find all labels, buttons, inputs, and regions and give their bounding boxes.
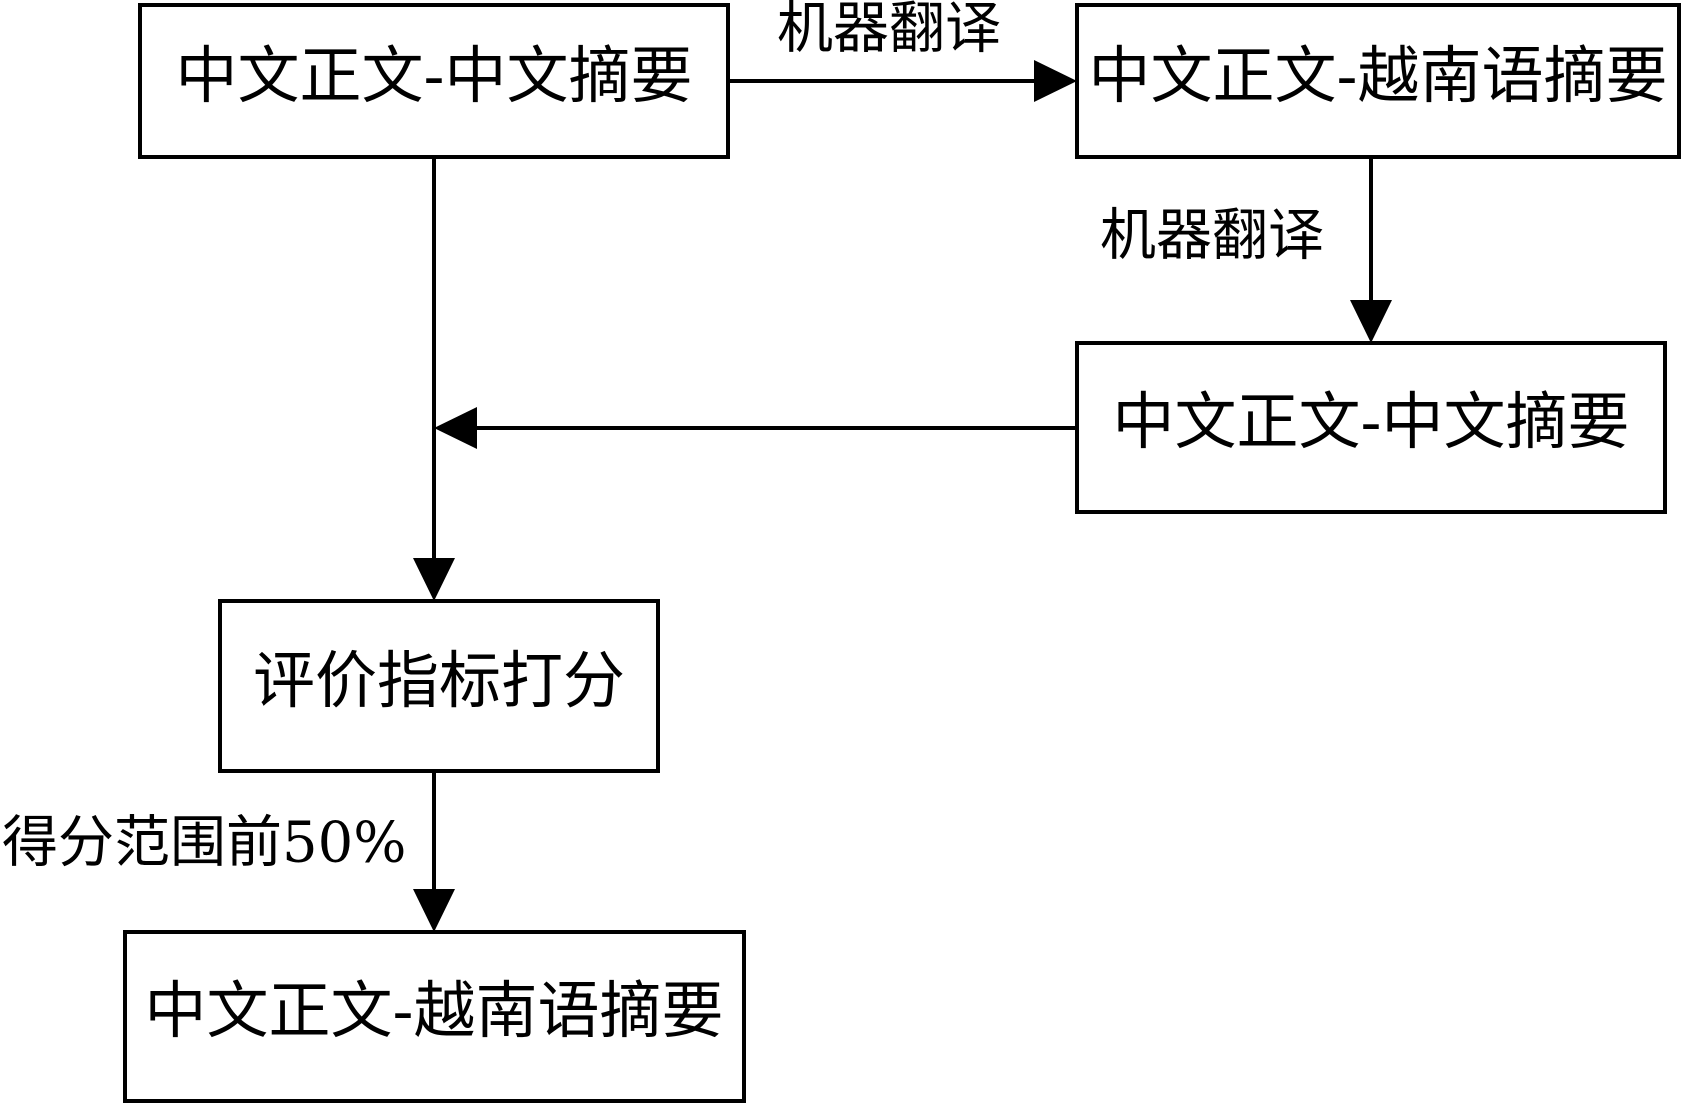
arrowhead-right-icon (1034, 60, 1077, 102)
edge-forward-translation-label: 机器翻译 (777, 0, 1001, 62)
edge-forward-translation: 机器翻译 (728, 0, 1077, 102)
node-scoring-box (218, 599, 660, 773)
node-back-translated: 中文正文-中文摘要 (1075, 341, 1667, 514)
arrowhead-left-icon (434, 407, 477, 449)
node-back-translated-label: 中文正文-中文摘要 (1113, 385, 1630, 458)
node-result: 中文正文-越南语摘要 (123, 930, 746, 1103)
edge-back-translation-label: 机器翻译 (1100, 204, 1324, 269)
node-translated-box (1075, 3, 1681, 159)
node-result-label: 中文正文-越南语摘要 (145, 974, 724, 1047)
node-translated: 中文正文-越南语摘要 (1075, 3, 1681, 159)
node-source-label: 中文正文-中文摘要 (176, 39, 693, 112)
edge-source-to-scoring (413, 157, 455, 601)
edge-back-translation: 机器翻译 (1100, 157, 1392, 343)
edge-back-to-main (434, 407, 1077, 449)
arrowhead-down-icon (413, 889, 455, 932)
edge-selection-label: 得分范围前50% (2, 811, 406, 876)
node-scoring: 评价指标打分 (218, 599, 660, 773)
node-scoring-label: 评价指标打分 (253, 644, 625, 717)
node-result-box (123, 930, 746, 1103)
arrowhead-down-icon (1350, 300, 1392, 343)
node-translated-label: 中文正文-越南语摘要 (1089, 39, 1668, 112)
arrowhead-down-icon (413, 558, 455, 601)
node-source: 中文正文-中文摘要 (138, 3, 730, 159)
edge-selection: 得分范围前50% (2, 771, 455, 932)
node-source-box (138, 3, 730, 159)
